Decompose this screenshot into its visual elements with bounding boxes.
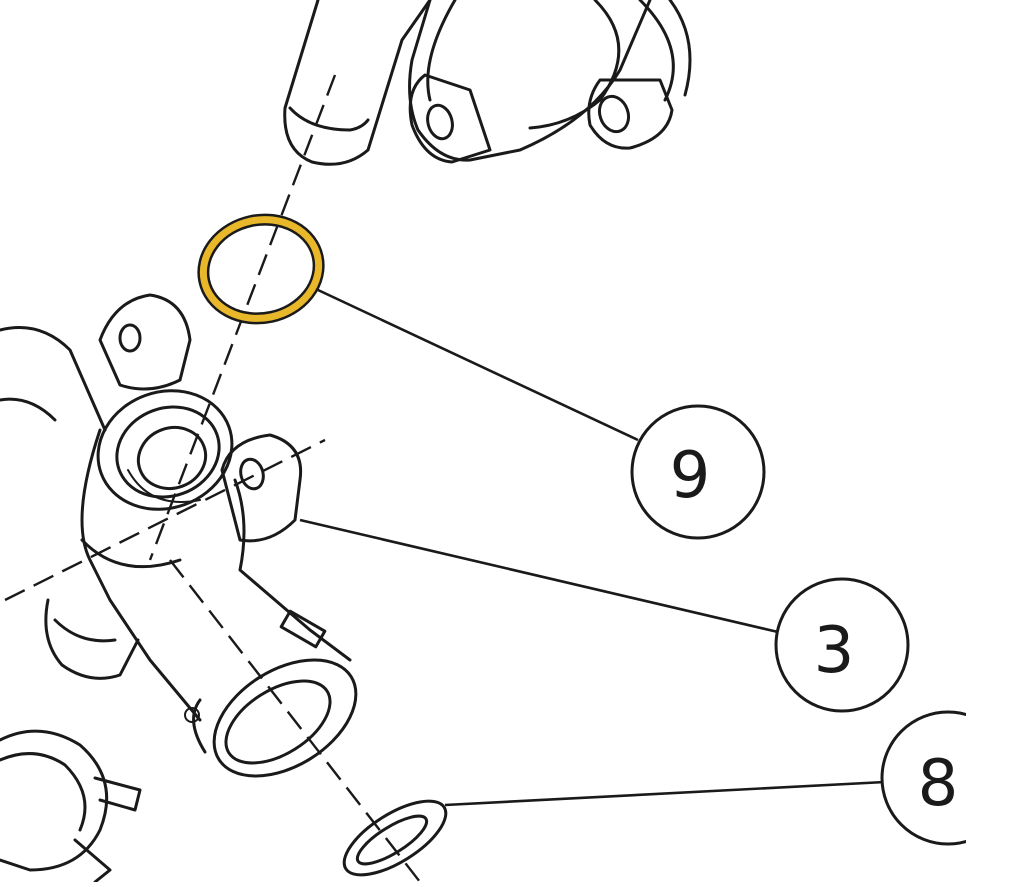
- callout-8: 8: [880, 700, 1024, 882]
- callout-9: 9: [630, 404, 766, 540]
- hose-clamp: [342, 799, 448, 877]
- spring-clamp: [0, 729, 142, 884]
- upper-housing: [283, 0, 692, 166]
- callout-9-label: 9: [670, 439, 711, 513]
- o-ring-seal: [197, 213, 325, 325]
- callout-3: 3: [774, 577, 910, 713]
- elbow-fitting: [0, 293, 358, 778]
- assembly-axis: [4, 74, 421, 883]
- callout-8-label: 8: [918, 747, 959, 821]
- callout-3-label: 3: [814, 614, 855, 688]
- leader-lines: [299, 288, 886, 807]
